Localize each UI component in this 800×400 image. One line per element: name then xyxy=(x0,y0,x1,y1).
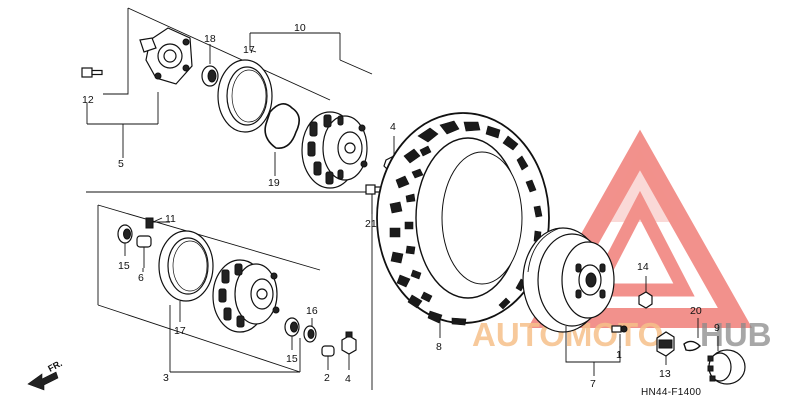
part-17-ring-upper xyxy=(217,59,273,133)
part-12-bolt xyxy=(81,67,103,78)
callout-17-upper: 17 xyxy=(243,44,255,56)
callout-6: 6 xyxy=(138,272,144,284)
callout-9: 9 xyxy=(714,322,720,334)
part-10-brake-drum-upper xyxy=(301,111,368,189)
callout-2: 2 xyxy=(324,372,330,384)
callout-10: 10 xyxy=(294,22,306,34)
part-6-collar xyxy=(136,235,152,268)
callout-16: 16 xyxy=(306,305,318,317)
callout-20: 20 xyxy=(690,305,702,317)
callout-4-lower: 4 xyxy=(345,373,351,385)
part-17-ring-lower xyxy=(158,230,214,322)
tire-tread-blocks xyxy=(389,120,543,326)
callout-19: 19 xyxy=(268,177,280,189)
watermark-brand-part2: HUB xyxy=(700,316,772,353)
part-18-bearing xyxy=(201,65,219,87)
part-15-bearing-left xyxy=(117,224,133,256)
part-19-oring xyxy=(264,103,300,149)
part-15-bearing-lower xyxy=(284,317,300,350)
callout-4-upper: 4 xyxy=(390,121,396,133)
callout-12: 12 xyxy=(82,94,94,106)
front-direction-label: FR. xyxy=(46,358,63,374)
callout-18: 18 xyxy=(204,33,216,45)
callout-15-lower: 15 xyxy=(286,353,298,365)
lower-bracket-lines xyxy=(86,191,373,390)
part-14-nut xyxy=(638,276,653,309)
part-13-nut xyxy=(656,331,675,365)
callout-1: 1 xyxy=(616,349,622,361)
callout-11: 11 xyxy=(165,213,176,225)
upper-bracket-lines xyxy=(86,7,373,158)
callout-17-lower: 17 xyxy=(174,325,186,337)
drawing-code: HN44-F1400 xyxy=(641,387,701,398)
callout-3: 3 xyxy=(163,372,169,384)
part-11-bolt xyxy=(145,217,163,229)
callout-numbers: 10 18 17 12 4 5 19 21 11 15 6 14 16 20 1… xyxy=(82,22,720,390)
callout-8: 8 xyxy=(436,341,442,353)
part-1-valve xyxy=(611,325,628,348)
front-direction-indicator: FR. xyxy=(27,358,64,391)
part-5-hub xyxy=(139,27,193,85)
part-16-seal xyxy=(303,318,317,343)
callout-13: 13 xyxy=(659,368,671,380)
callout-14: 14 xyxy=(637,261,649,273)
leader-lines xyxy=(142,44,621,376)
part-8-tire xyxy=(376,112,550,326)
part-4-nut-lower xyxy=(341,331,357,370)
callout-15-left: 15 xyxy=(118,260,130,272)
callout-7: 7 xyxy=(590,378,596,390)
part-9-hub-cap xyxy=(707,336,746,385)
front-arrow-icon xyxy=(27,371,59,391)
watermark-triangle-icon xyxy=(527,129,753,328)
part-2-spacer xyxy=(321,345,335,370)
watermark-logo: AUTOMOTO HUB xyxy=(472,129,772,353)
part-3-brake-drum-lower xyxy=(212,259,280,333)
part-7-wheel-rim xyxy=(522,227,615,333)
callout-21: 21 xyxy=(365,218,377,230)
part-20-pin xyxy=(683,318,701,352)
callout-5: 5 xyxy=(118,158,124,170)
